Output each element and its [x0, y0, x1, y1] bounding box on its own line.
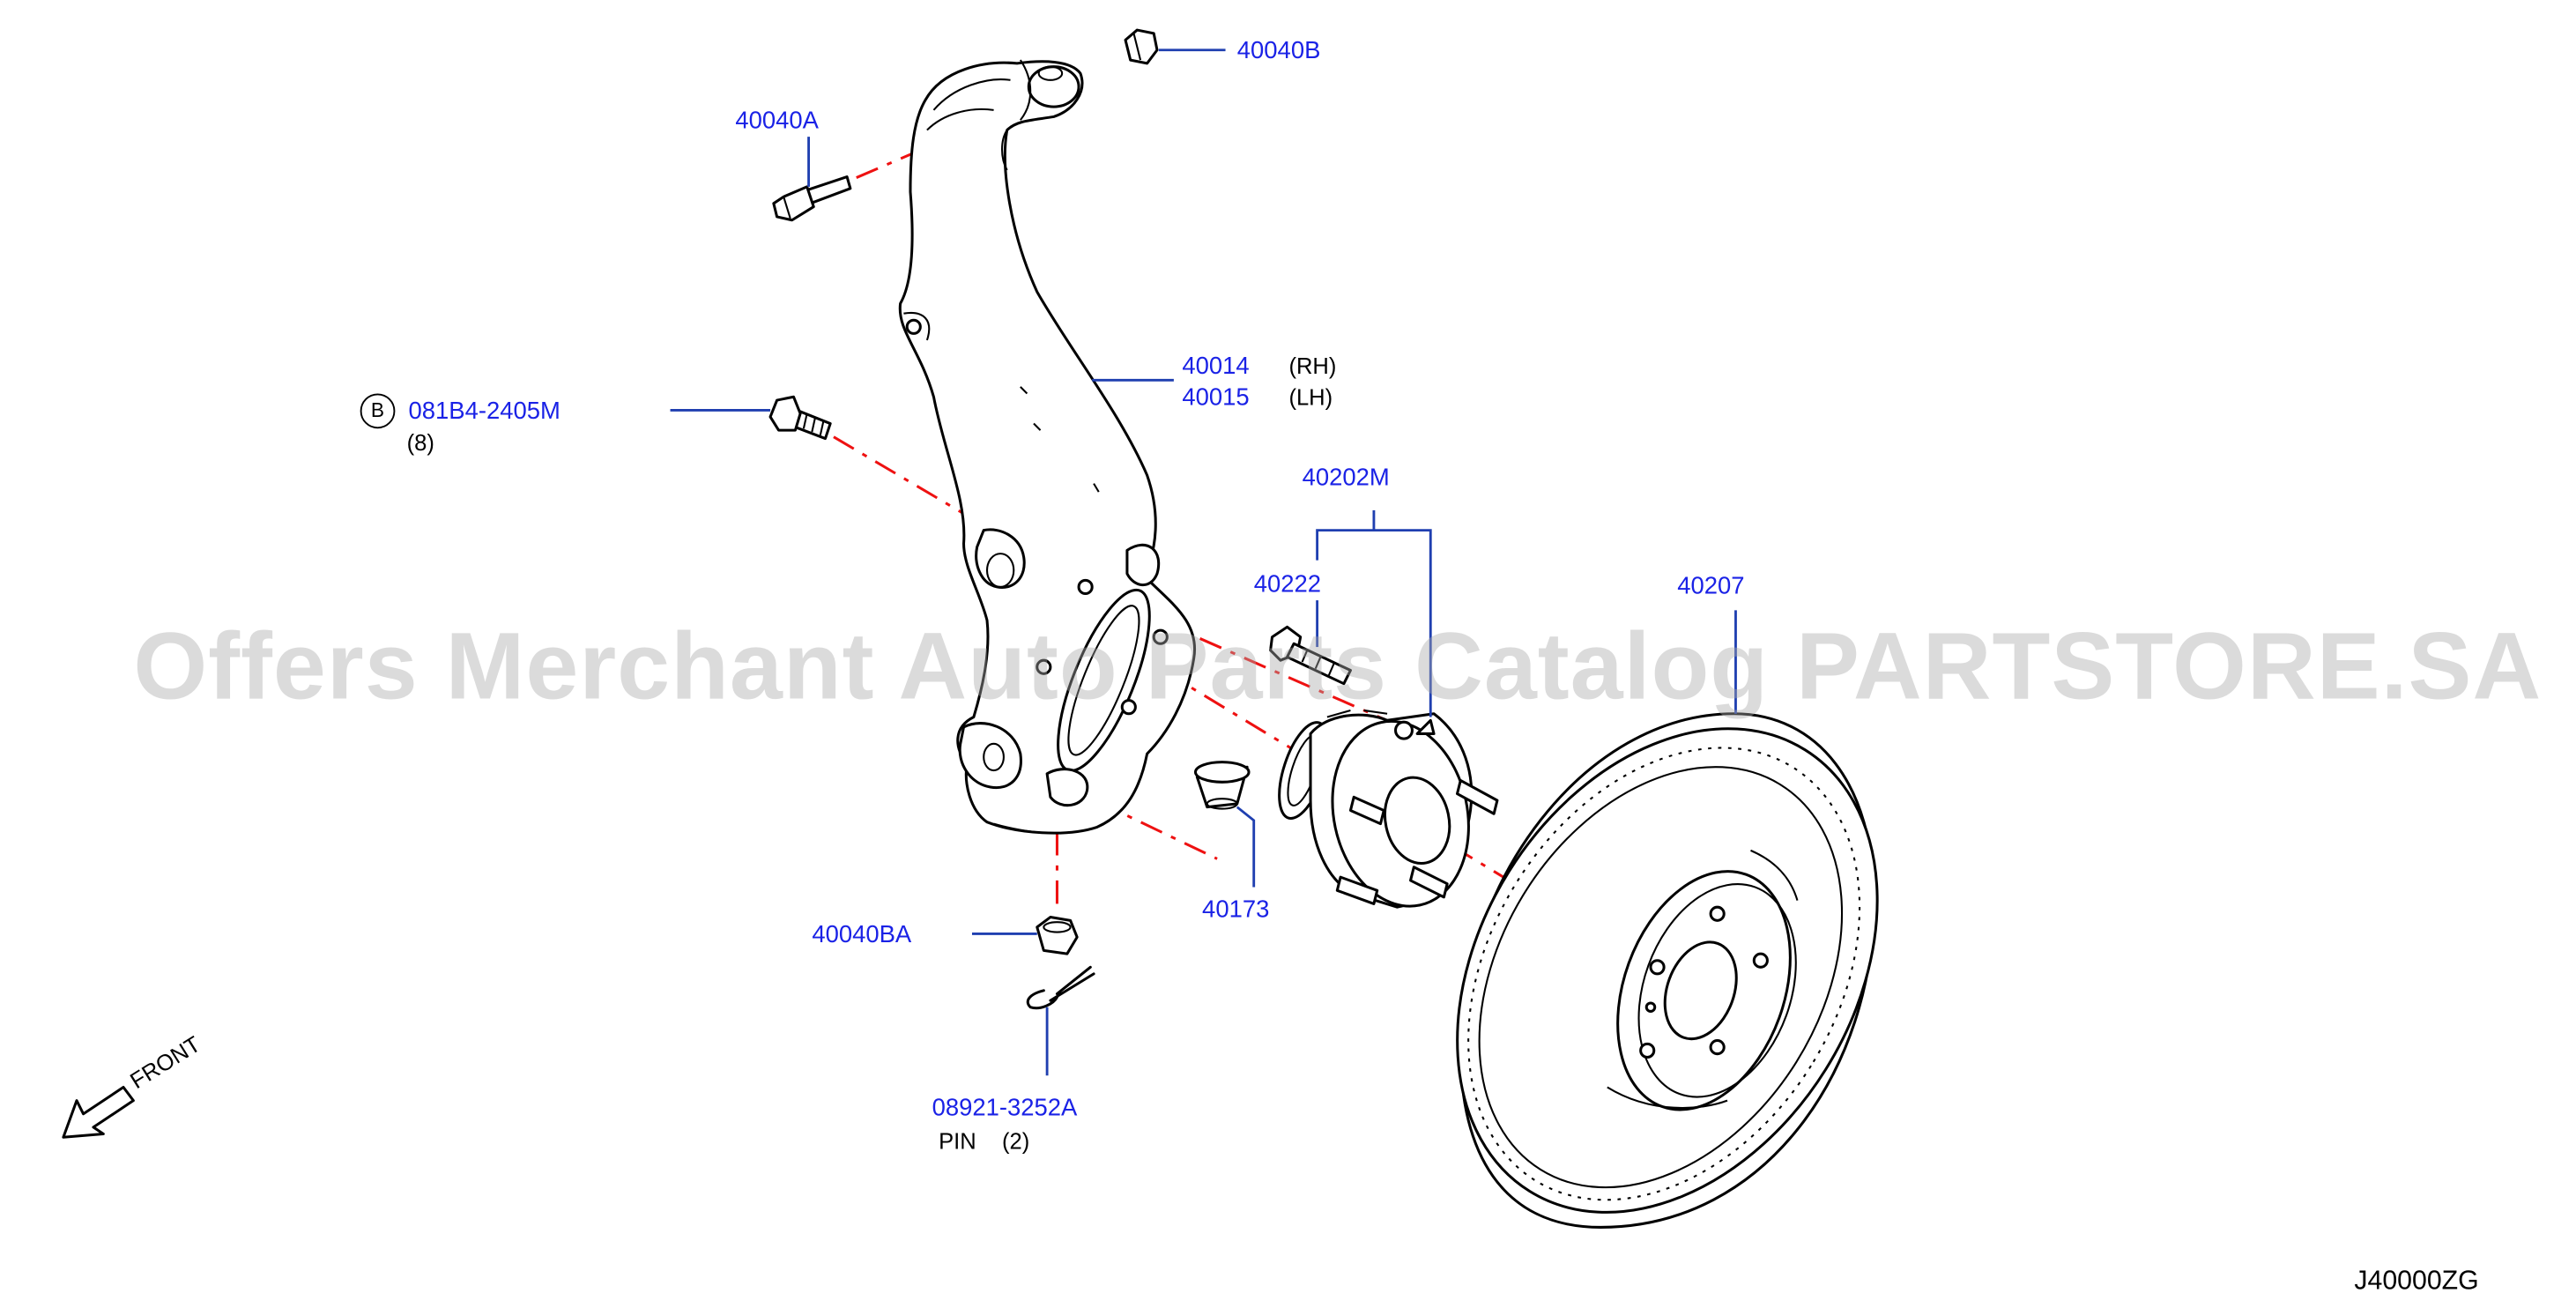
- callout-081B4-2405M[interactable]: 081B4-2405M: [408, 398, 560, 426]
- nut-40040B: [1124, 28, 1159, 65]
- steering-knuckle: [898, 59, 1197, 835]
- diagram-code: J40000ZG: [2354, 1267, 2479, 1297]
- front-arrow-icon: [62, 1086, 135, 1139]
- cotter-pin-08921-3252A: [1026, 965, 1095, 1010]
- hub-assembly-40202M: [1278, 709, 1499, 909]
- bolt-40040A: [772, 175, 852, 222]
- side-label-rh: (RH): [1288, 353, 1337, 379]
- watermark: Offers Merchant Auto Parts Catalog PARTS…: [133, 613, 2543, 721]
- callout-40202M[interactable]: 40202M: [1302, 464, 1390, 493]
- side-label-lh: (LH): [1288, 385, 1333, 411]
- reference-b-badge: B: [360, 393, 396, 429]
- callout-40222[interactable]: 40222: [1253, 571, 1322, 599]
- qty-081B4: (8): [406, 430, 434, 456]
- nut-40040BA: [1036, 916, 1079, 955]
- hub-bolt-40222: [1269, 625, 1352, 686]
- callout-40173[interactable]: 40173: [1202, 896, 1270, 925]
- callout-40015[interactable]: 40015: [1182, 385, 1250, 412]
- dust-seal-40173: [1193, 761, 1251, 810]
- brake-rotor-40207: [1456, 712, 1879, 1229]
- pin-name: PIN: [939, 1128, 976, 1155]
- bolt-081B4-2405M: [768, 395, 832, 441]
- callout-40040A[interactable]: 40040A: [735, 108, 819, 136]
- callout-40207[interactable]: 40207: [1677, 573, 1745, 601]
- callout-40040B[interactable]: 40040B: [1236, 38, 1321, 65]
- callout-40014[interactable]: 40014: [1182, 353, 1250, 381]
- pin-qty: (2): [1002, 1128, 1030, 1155]
- callout-08921-3252A[interactable]: 08921-3252A: [932, 1095, 1078, 1123]
- callout-40040BA[interactable]: 40040BA: [812, 922, 912, 949]
- leader-lines: [670, 48, 1737, 1076]
